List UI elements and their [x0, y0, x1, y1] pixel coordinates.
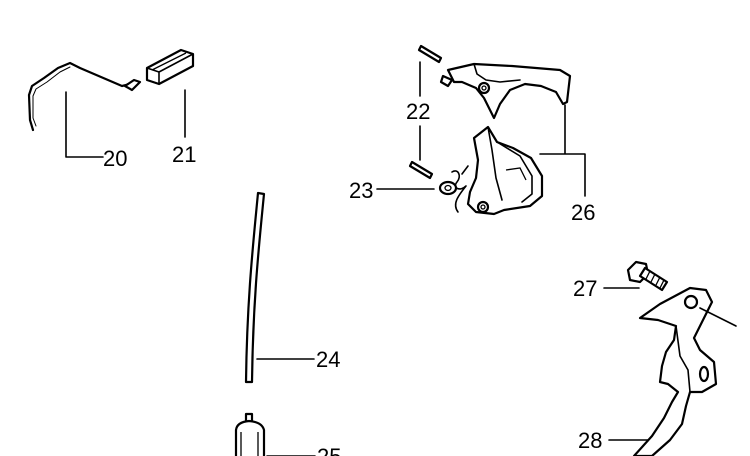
- callout-labels: 20 21 22 23 24 25 26 27 28: [103, 99, 602, 456]
- label-20: 20: [103, 146, 127, 171]
- label-28: 28: [578, 428, 602, 453]
- label-24: 24: [316, 347, 340, 372]
- part-28-bracket: [632, 286, 737, 456]
- part-24-hose: [244, 191, 266, 384]
- part-26-lower-trigger: [466, 125, 544, 216]
- label-27: 27: [573, 276, 597, 301]
- label-26: 26: [571, 200, 595, 225]
- label-23: 23: [349, 178, 373, 203]
- label-21: 21: [172, 142, 196, 167]
- part-22-pins: [408, 44, 443, 180]
- part-25-filter: [234, 412, 266, 456]
- label-22: 22: [406, 99, 430, 124]
- leader-lines: [65, 61, 658, 456]
- part-20-rod: [27, 61, 142, 132]
- part-21-block: [145, 48, 195, 86]
- label-25: 25: [317, 444, 341, 456]
- part-26-upper-lever: [439, 62, 572, 120]
- part-23-spring: [438, 165, 469, 213]
- part-27-bolt: [626, 260, 669, 292]
